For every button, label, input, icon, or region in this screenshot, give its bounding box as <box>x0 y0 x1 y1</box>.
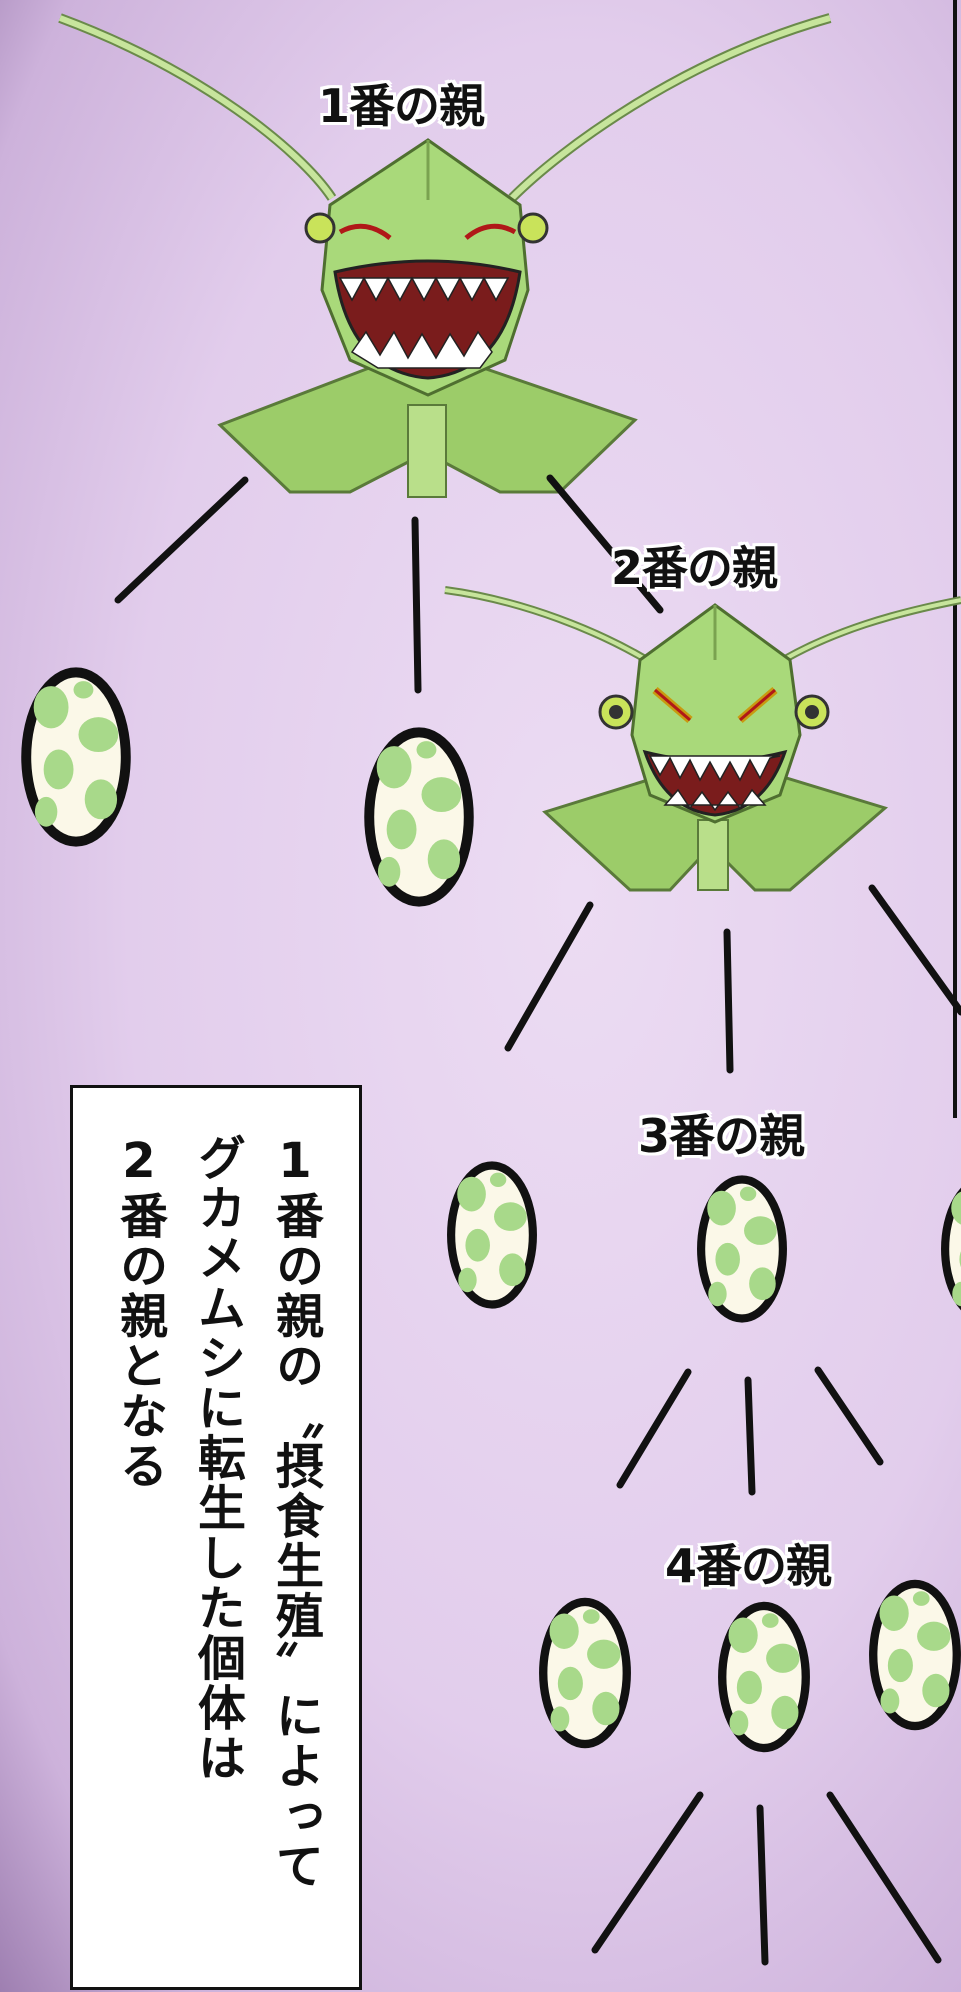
parent-3-label: 3番の親 <box>638 1109 805 1163</box>
egg-icon <box>722 1606 806 1748</box>
egg-icon <box>26 672 126 841</box>
egg-icon <box>945 1179 961 1318</box>
egg-icon <box>701 1179 783 1318</box>
egg-icon <box>451 1165 533 1304</box>
narration-caption-box: 1番の親の〝摂食生殖〟によって グカメムシに転生した個体は 2番の親となる <box>70 1085 362 1990</box>
parent-2-label: 2番の親 <box>611 541 778 595</box>
lineage-lines-3 <box>616 1366 884 1496</box>
lineage-lines-2 <box>504 884 961 1074</box>
caption-line-1: 1番の親の〝摂食生殖〟によって <box>267 1133 323 1891</box>
egg-icon <box>873 1584 957 1726</box>
caption-line-2: グカメムシに転生した個体は <box>189 1133 245 1783</box>
lineage-lines-1 <box>114 474 664 694</box>
parent-1-label: 1番の親 <box>318 79 485 133</box>
parent-4-label: 4番の親 <box>665 1539 832 1593</box>
egg-icon <box>369 732 469 901</box>
lineage-lines-4 <box>591 1791 942 1966</box>
insect-creature-1 <box>58 13 832 498</box>
egg-icon <box>543 1602 627 1744</box>
insect-creature-2 <box>444 586 961 892</box>
caption-line-3: 2番の親となる <box>111 1133 167 1491</box>
